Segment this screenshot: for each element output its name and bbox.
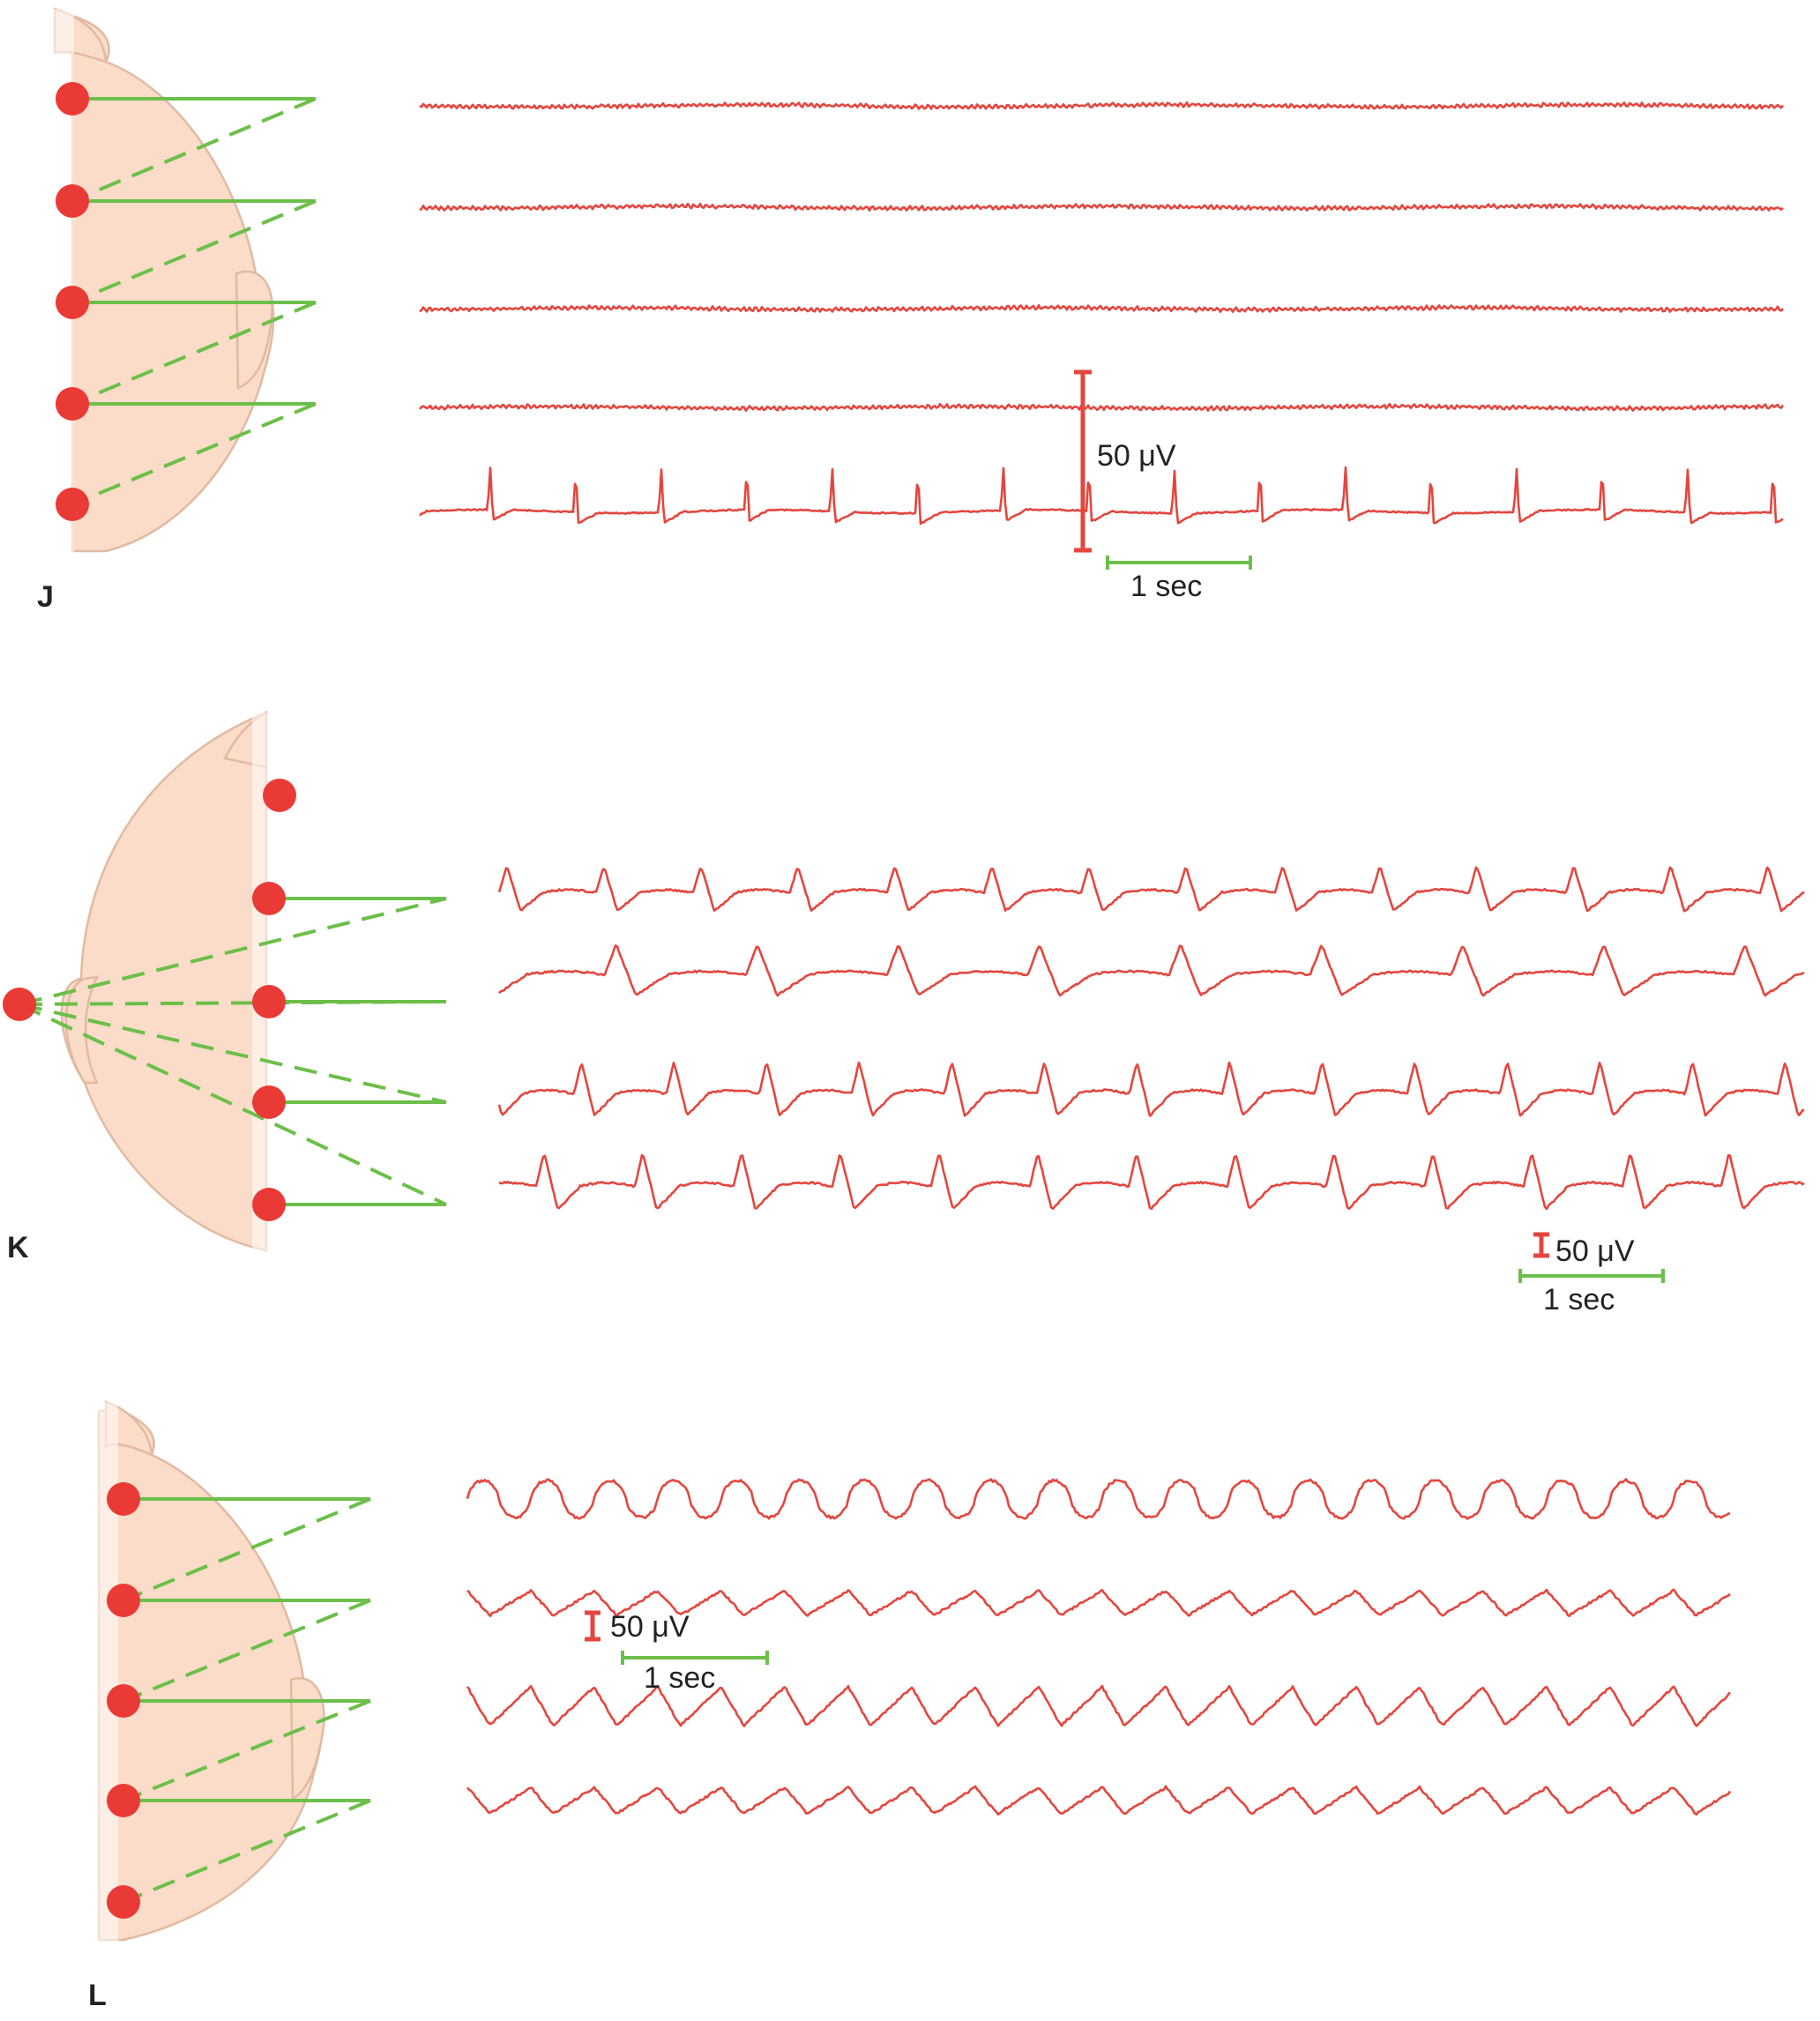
electrode bbox=[107, 1784, 140, 1817]
eeg-trace bbox=[497, 866, 1805, 913]
reference-electrode bbox=[3, 988, 36, 1021]
eeg-trace bbox=[466, 1684, 1731, 1727]
electrodes-l bbox=[107, 1482, 140, 1919]
time-scale-label-j: 1 sec bbox=[1130, 570, 1202, 603]
amplitude-scale-bar-k bbox=[1533, 1232, 1549, 1258]
electrode bbox=[107, 1584, 140, 1617]
panel-k: 50 μV 1 sec K bbox=[3, 710, 1805, 1316]
panel-j: 50 μV 1 sec J bbox=[37, 7, 1785, 614]
time-scale-bar-j bbox=[1106, 556, 1252, 570]
eeg-trace bbox=[419, 402, 1785, 412]
time-scale-bar-k bbox=[1518, 1269, 1665, 1283]
time-scale-label-k: 1 sec bbox=[1543, 1283, 1615, 1316]
electrode bbox=[252, 985, 286, 1018]
time-scale-bar-l bbox=[621, 1651, 769, 1665]
electrode bbox=[56, 286, 89, 319]
electrodes-j bbox=[56, 82, 89, 521]
amplitude-scale-label-j: 50 μV bbox=[1097, 439, 1176, 473]
electrode bbox=[107, 1684, 140, 1718]
eeg-trace bbox=[498, 944, 1805, 997]
electrode bbox=[252, 882, 286, 915]
electrode bbox=[263, 779, 296, 812]
head-top-view-k bbox=[60, 710, 268, 1252]
head-side-view-l bbox=[97, 1400, 325, 1942]
eeg-trace bbox=[466, 1785, 1732, 1816]
panel-label-k: K bbox=[7, 1231, 29, 1264]
eeg-trace bbox=[419, 101, 1785, 110]
time-scale-label-l: 1 sec bbox=[644, 1661, 715, 1695]
eeg-trace bbox=[466, 1588, 1731, 1617]
electrode bbox=[252, 1188, 286, 1221]
amplitude-scale-label-k: 50 μV bbox=[1555, 1234, 1635, 1268]
eeg-trace bbox=[498, 1153, 1805, 1211]
montage-wires-l bbox=[123, 1497, 371, 1904]
panel-l: 50 μV 1 sec L bbox=[88, 1400, 1732, 2012]
electrode bbox=[107, 1885, 140, 1919]
electrode bbox=[252, 1085, 286, 1119]
electrode bbox=[56, 82, 89, 116]
eeg-trace bbox=[419, 202, 1784, 212]
eeg-trace bbox=[419, 303, 1784, 313]
eeg-trace bbox=[497, 1061, 1805, 1117]
electrode bbox=[56, 387, 89, 421]
montage-wires-k bbox=[19, 897, 447, 1206]
electrodes-k bbox=[3, 779, 296, 1221]
panel-label-l: L bbox=[88, 1979, 107, 2012]
amplitude-scale-bar-j bbox=[1074, 369, 1092, 553]
amplitude-scale-bar-l bbox=[585, 1610, 600, 1642]
electrode bbox=[107, 1482, 140, 1516]
electrode bbox=[56, 488, 89, 521]
amplitude-scale-label-l: 50 μV bbox=[610, 1610, 690, 1644]
ecg-artifact-trace bbox=[419, 466, 1784, 526]
eeg-trace bbox=[466, 1478, 1731, 1520]
montage-wires-j bbox=[71, 97, 317, 506]
panel-label-j: J bbox=[37, 580, 54, 614]
electrode bbox=[56, 184, 89, 218]
